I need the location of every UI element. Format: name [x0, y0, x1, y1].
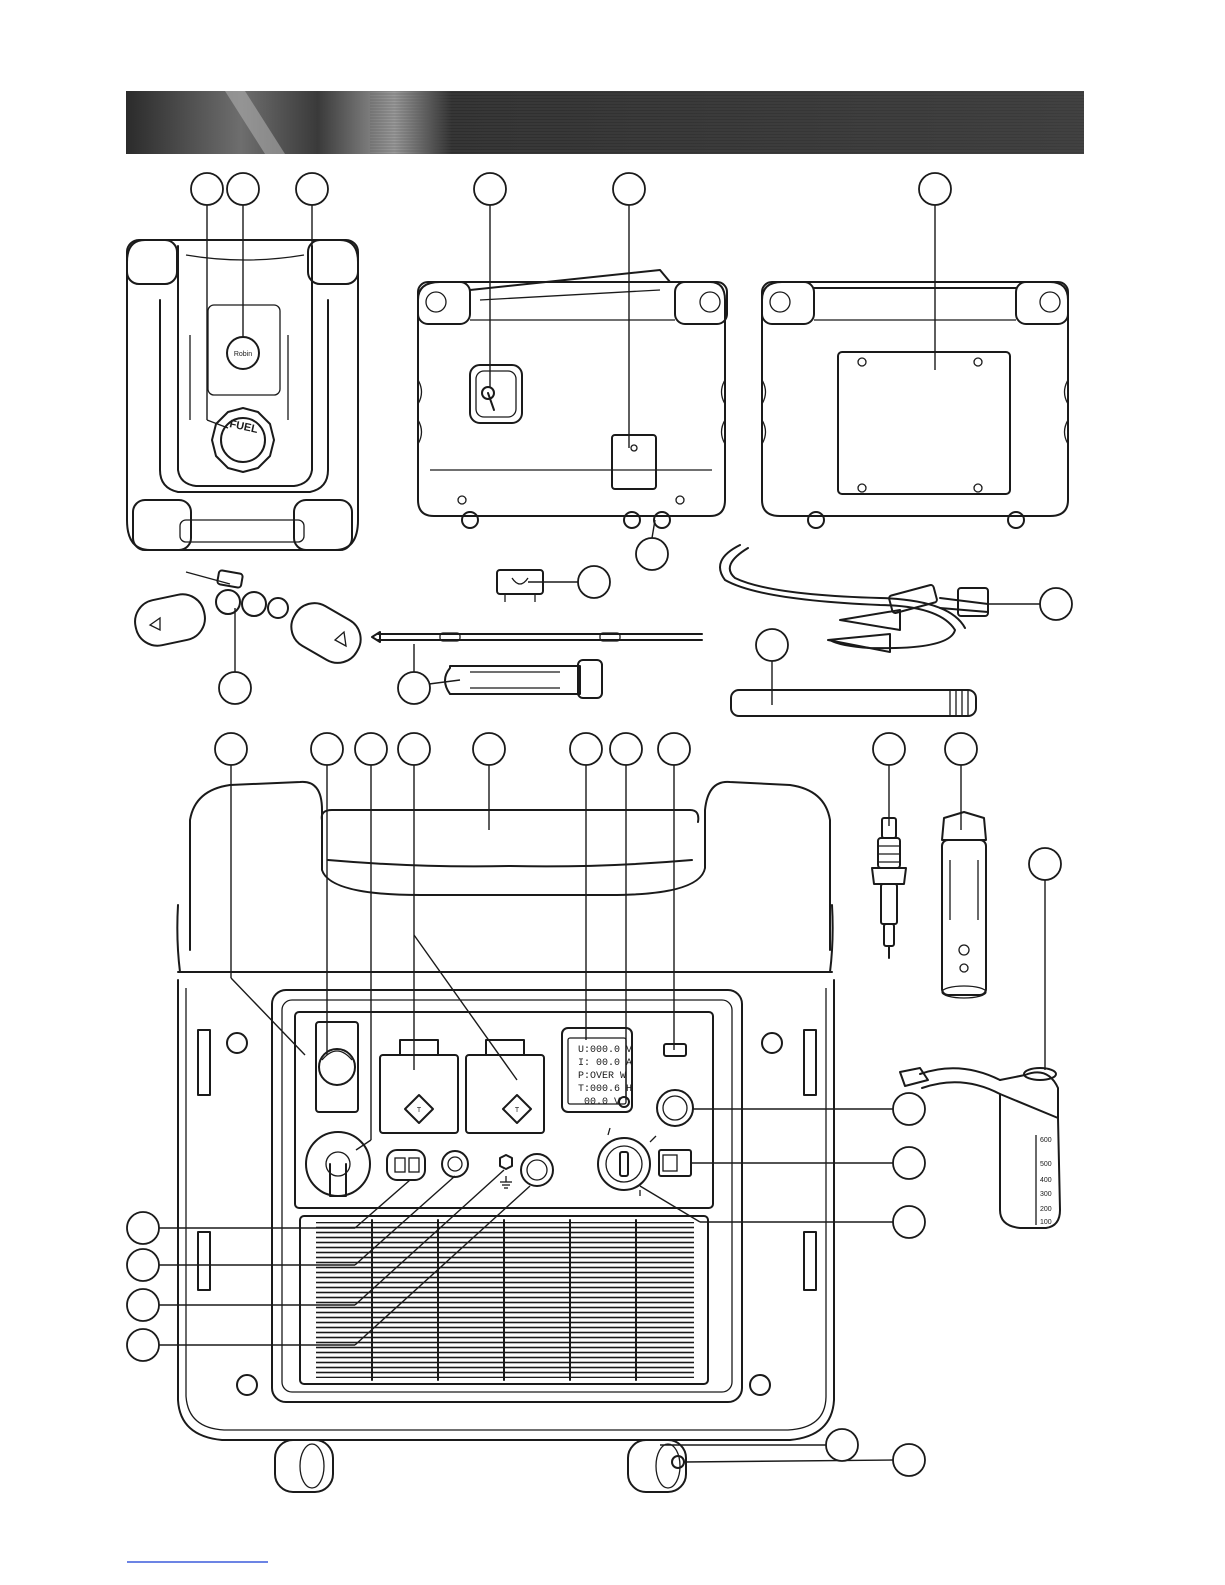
display-line-4: T:000.6 H [578, 1084, 632, 1095]
choke-lever [470, 365, 522, 423]
brand-plate-label: Robin [234, 351, 252, 358]
fuel-cap: FUEL [212, 408, 274, 472]
callout-recoil-starter [355, 733, 387, 765]
digital-display: U:000.0 V I: 00.0 A P:OVER W T:000.6 H 0… [562, 1028, 632, 1112]
callout-oil-door [613, 173, 645, 205]
usb-dc-socket [387, 1150, 425, 1180]
display-line-5: 00.0 V [584, 1097, 620, 1108]
bottle-scale-400: 400 [1040, 1177, 1052, 1184]
callout-dc-cable [1040, 588, 1072, 620]
callout-ac-outlets [398, 733, 430, 765]
callout-front-wheel-a [826, 1429, 858, 1461]
callout-plug-wrench [945, 733, 977, 765]
outlet-cover-symbol-right: T [515, 1107, 520, 1114]
dc-outlet-cover [316, 1022, 358, 1112]
callout-oil-bottle [1029, 848, 1061, 880]
callout-remote-keys [219, 672, 251, 704]
callout-choke [474, 173, 506, 205]
recoil-starter-cap [306, 1132, 370, 1196]
callout-carry-handle [473, 733, 505, 765]
bottle-scale-600: 600 [1040, 1137, 1052, 1144]
callout-breaker [127, 1249, 159, 1281]
callout-maintenance-cover [919, 173, 951, 205]
bottle-scale-300: 300 [1040, 1191, 1052, 1198]
ac-outlet-cover-right: T [466, 1040, 544, 1133]
reset-indicator [664, 1044, 686, 1056]
callout-display [570, 733, 602, 765]
economy-switch [657, 1090, 693, 1126]
outlet-cover-symbol-left: T [417, 1107, 422, 1114]
display-line-2: I: 00.0 A [578, 1058, 632, 1069]
display-line-3: P:OVER W [578, 1071, 626, 1082]
power-rocker-switch [659, 1150, 691, 1176]
oil-access-door [612, 435, 656, 489]
callout-power-switch [893, 1147, 925, 1179]
callout-parallel [127, 1329, 159, 1361]
callout-display-button [610, 733, 642, 765]
display-line-1: U:000.0 V [578, 1045, 632, 1056]
side-view-wheels [462, 512, 670, 528]
header-bar [126, 91, 1084, 154]
callout-brand-plate [227, 173, 259, 205]
parallel-outlet [521, 1154, 553, 1186]
ac-outlet-cover-left: T [380, 1040, 458, 1133]
side-view-generator [418, 270, 727, 528]
callout-screwdriver [398, 672, 430, 704]
callout-dc-outlet-cover [311, 733, 343, 765]
spark-plug-wrench [942, 812, 986, 998]
callout-fuse [578, 566, 610, 598]
bottle-scale-100: 100 [1040, 1219, 1052, 1226]
callout-ground [127, 1289, 159, 1321]
callout-front-wheel-b [893, 1444, 925, 1476]
callout-economy-switch [893, 1093, 925, 1125]
remote-key-set [131, 570, 369, 671]
maintenance-cover [838, 352, 1010, 494]
brand-plate: Robin [227, 337, 259, 369]
bottle-scale-200: 200 [1040, 1206, 1052, 1213]
bottle-scale-500: 500 [1040, 1161, 1052, 1168]
callout-extension-tube [756, 629, 788, 661]
back-view-generator [762, 282, 1068, 528]
callout-spark-plug [873, 733, 905, 765]
callout-top-handle [296, 173, 328, 205]
extension-tube [731, 690, 976, 716]
callout-ignition [893, 1206, 925, 1238]
callout-front-panel [215, 733, 247, 765]
callout-side-wheel [636, 538, 668, 570]
fuse [497, 570, 543, 602]
callout-usb-socket [127, 1212, 159, 1244]
front-wheels [275, 1440, 686, 1492]
ground-symbol-icon [500, 1176, 512, 1188]
circuit-breaker [442, 1151, 468, 1177]
spark-plug [872, 818, 906, 958]
ignition-switch [598, 1128, 656, 1196]
callout-reset [658, 733, 690, 765]
callout-fuel-cap [191, 173, 223, 205]
